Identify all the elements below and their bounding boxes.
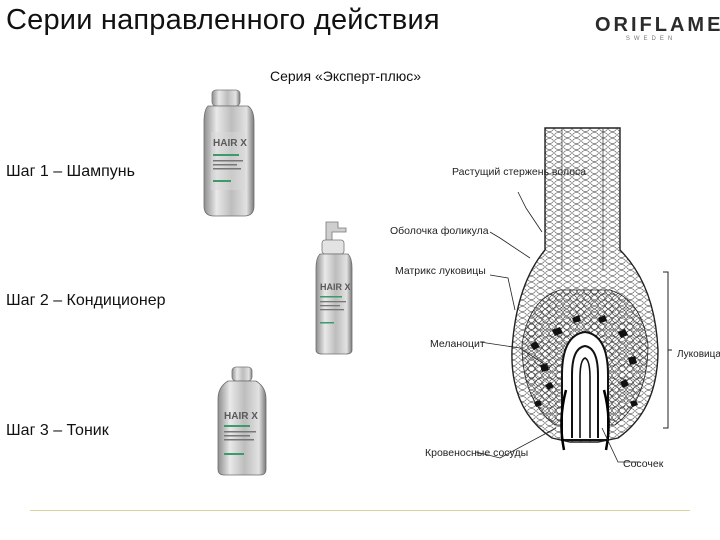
label-bulb-matrix: Матрикс луковицы	[395, 265, 486, 278]
label-growing-shaft: Растущий стержень волоса	[452, 166, 522, 179]
product-3-brand: HAIR X	[224, 411, 258, 422]
step-3-label: Шаг 3 – Тоник	[6, 422, 109, 440]
label-bulb: Луковица	[677, 348, 720, 361]
shampoo-bottle-icon: HAIR X	[200, 88, 258, 220]
diagram-leader-lines	[380, 160, 690, 480]
slide-title: Серии направленного действия	[6, 4, 440, 37]
label-blood-vessels: Кровеносные сосуды	[425, 447, 528, 460]
step-1-label: Шаг 1 – Шампунь	[6, 163, 135, 181]
footer-divider	[30, 510, 690, 511]
tonic-bottle-icon: HAIR X	[214, 365, 270, 477]
oriflame-logo: ORIFLAME SWEDEN	[595, 14, 707, 42]
label-follicle-sheath: Оболочка фоликула	[390, 225, 489, 238]
step-2-label: Шаг 2 – Кондиционер	[6, 292, 166, 310]
label-papilla: Сосочек	[623, 458, 663, 471]
logo-name: ORIFLAME	[595, 14, 707, 37]
conditioner-pump-bottle-icon: HAIR X	[312, 218, 356, 356]
series-subtitle: Серия «Эксперт-плюс»	[270, 68, 421, 84]
label-melanocyte: Меланоцит	[430, 338, 485, 351]
product-2-brand: HAIR X	[320, 282, 351, 292]
product-1-brand: HAIR X	[213, 138, 247, 149]
